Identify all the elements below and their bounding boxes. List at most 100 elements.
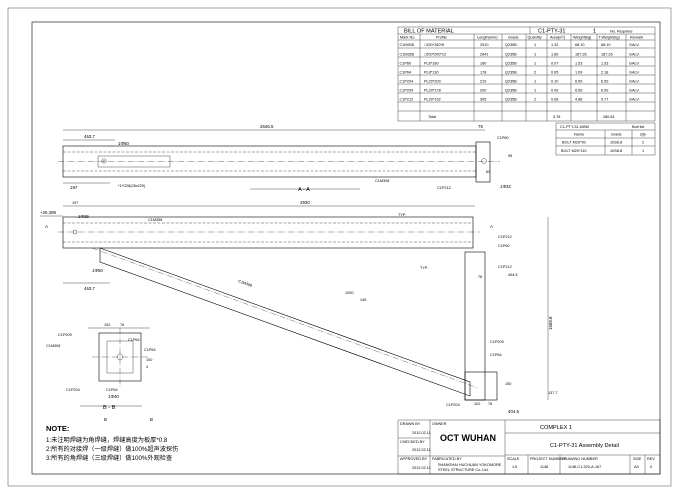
bom-cell: GALV. [629, 80, 640, 84]
svg-text:C1P212: C1P212 [498, 235, 512, 239]
bom-cell: 1.53 [601, 62, 608, 66]
bom-total-weight: 280.81 [603, 115, 615, 119]
svg-text:SIZE: SIZE [633, 457, 642, 461]
bom-row-mark: C1P60 [400, 62, 412, 66]
svg-text:C1P64: C1P64 [128, 338, 140, 342]
svg-text:*1*O28(28x229): *1*O28(28x229) [118, 184, 146, 188]
svg-text:PROJECT NUMBER: PROJECT NUMBER [530, 457, 565, 461]
bom-row-mark: C1P64 [400, 71, 412, 75]
svg-text:C1P64: C1P64 [144, 348, 156, 352]
bom-cell: 0.07 [551, 62, 558, 66]
title-block: DRAWN BY 2012.02.11 CHECKED BY 2012.02.1… [397, 419, 661, 475]
svg-text:197: 197 [70, 185, 78, 190]
bom-cell: Q235B [505, 71, 517, 75]
svg-text:A: A [45, 224, 48, 229]
svg-text:1:5: 1:5 [512, 465, 517, 469]
svg-text:+26.389: +26.389 [40, 210, 57, 215]
svg-text:1Φ32: 1Φ32 [500, 184, 511, 189]
bolt-title: Bolt list [632, 125, 645, 129]
bom-row-mark: C1M358 [400, 53, 414, 57]
bolt-assembly: C1-PTY-31 A/BM [560, 125, 589, 129]
svg-text:C1P209: C1P209 [58, 333, 72, 337]
svg-text:C1M308: C1M308 [375, 179, 389, 183]
bom-cell: 1 [534, 89, 536, 93]
view-a-a: 2646.5 463.7 76 1Φ50 *1*O28(28x229) C1P6… [58, 124, 512, 193]
bolt-list: C1-PTY-31 A/BM Bolt list Name Grade Qty … [555, 122, 656, 156]
owner-name: OCT WUHAN [440, 433, 496, 443]
svg-text:A3: A3 [634, 465, 639, 469]
bom-row-mark: C1P204 [400, 80, 414, 84]
svg-text:DRAWING NUMBER: DRAWING NUMBER [562, 457, 598, 461]
bom-cell: 68.10 [575, 43, 585, 47]
svg-text:Mark No.: Mark No. [400, 36, 415, 40]
svg-text:60: 60 [486, 170, 490, 174]
bom-cell: Q235B [505, 89, 517, 93]
svg-text:C1P64: C1P64 [490, 353, 502, 357]
svg-text:76: 76 [488, 402, 492, 406]
bom-cell: □200*200*12 [424, 53, 446, 57]
drawing-title: C1-PTY-31 Assembly Detail [550, 443, 619, 449]
bom-cell: 2641 [480, 53, 488, 57]
svg-text:C1P212: C1P212 [437, 186, 451, 190]
bom-cell: GALV. [629, 71, 640, 75]
svg-text:C1P212: C1P212 [498, 265, 512, 269]
svg-text:102: 102 [474, 402, 480, 406]
svg-text:B: B [150, 417, 153, 422]
svg-text:1148: 1148 [540, 465, 548, 469]
bom-cell: 2510 [480, 43, 488, 47]
svg-text:C1M358: C1M358 [148, 218, 162, 222]
note-item: 1:未注明焊缝为角焊缝，焊缝高度为板厚*0.8 [46, 437, 168, 444]
bom-cell: PL20*200 [424, 80, 441, 84]
bom-cell: 2 [534, 98, 536, 102]
svg-text:DRAWN BY: DRAWN BY [400, 422, 421, 426]
bom-cell: 0.05 [551, 71, 558, 75]
bom-cell: 6.59 [601, 89, 608, 93]
svg-text:2646.5: 2646.5 [260, 124, 274, 129]
bom-cell: 1 [534, 62, 536, 66]
bom-cell: 1.89 [551, 53, 558, 57]
bom-cell: 1 [534, 43, 536, 47]
svg-text:1Φ50: 1Φ50 [92, 268, 103, 273]
bom-cell: 1.32 [551, 43, 558, 47]
svg-text:100: 100 [146, 358, 152, 362]
svg-text:150: 150 [505, 382, 511, 386]
bom-cell: 1 [534, 80, 536, 84]
svg-text:2: 2 [642, 141, 644, 145]
svg-text:C1P209: C1P209 [490, 340, 504, 344]
svg-text:C1P204: C1P204 [66, 388, 80, 392]
bom-cell: 0.10 [551, 80, 558, 84]
bom-cell: 68.10 [601, 43, 611, 47]
bom-cell: Q235B [505, 80, 517, 84]
view-b-b: 102 76 C1P209 C1M308 C1P64 C1P64 100 4 C… [46, 323, 156, 422]
svg-text:10S8.8: 10S8.8 [610, 149, 622, 153]
bolt-row: BOLT M20*110 [561, 149, 587, 153]
bom-cell: Q235B [505, 62, 517, 66]
svg-text:STEEL STRUCTURE Co.,Ltd.: STEEL STRUCTURE Co.,Ltd. [438, 468, 489, 472]
bom-cell: 2.18 [601, 71, 608, 75]
svg-text:76: 76 [478, 124, 483, 129]
bom-cell: 210 [480, 80, 486, 84]
svg-text:T.Weight(kg): T.Weight(kg) [599, 36, 621, 40]
bom-cell: 4.88 [575, 98, 582, 102]
bolt-row: BOLT M20*90 [562, 141, 586, 145]
svg-text:1668.8: 1668.8 [548, 316, 553, 330]
bom-cell: GALV. [629, 53, 640, 57]
bom-row-mark: C1M308 [400, 43, 414, 47]
svg-text:463.7: 463.7 [84, 286, 96, 291]
bom-cell: 2 [534, 71, 536, 75]
bom-cell: 6.59 [575, 80, 582, 84]
svg-text:76: 76 [120, 323, 124, 327]
svg-text:1Φ26: 1Φ26 [78, 214, 89, 219]
bom-headers: Mark No. Profile Length(mm) Grade Quanti… [400, 36, 643, 40]
svg-text:Profile: Profile [436, 36, 447, 40]
svg-text:C1P204: C1P204 [446, 403, 460, 407]
bom-cell: 1.53 [575, 62, 582, 66]
svg-text:CHECKED BY: CHECKED BY [400, 440, 425, 444]
bom-cell: GALV. [629, 43, 640, 47]
svg-text:SCALE: SCALE [507, 457, 520, 461]
svg-text:Area(m²): Area(m²) [550, 36, 566, 40]
bom-cell: GALV. [629, 62, 640, 66]
